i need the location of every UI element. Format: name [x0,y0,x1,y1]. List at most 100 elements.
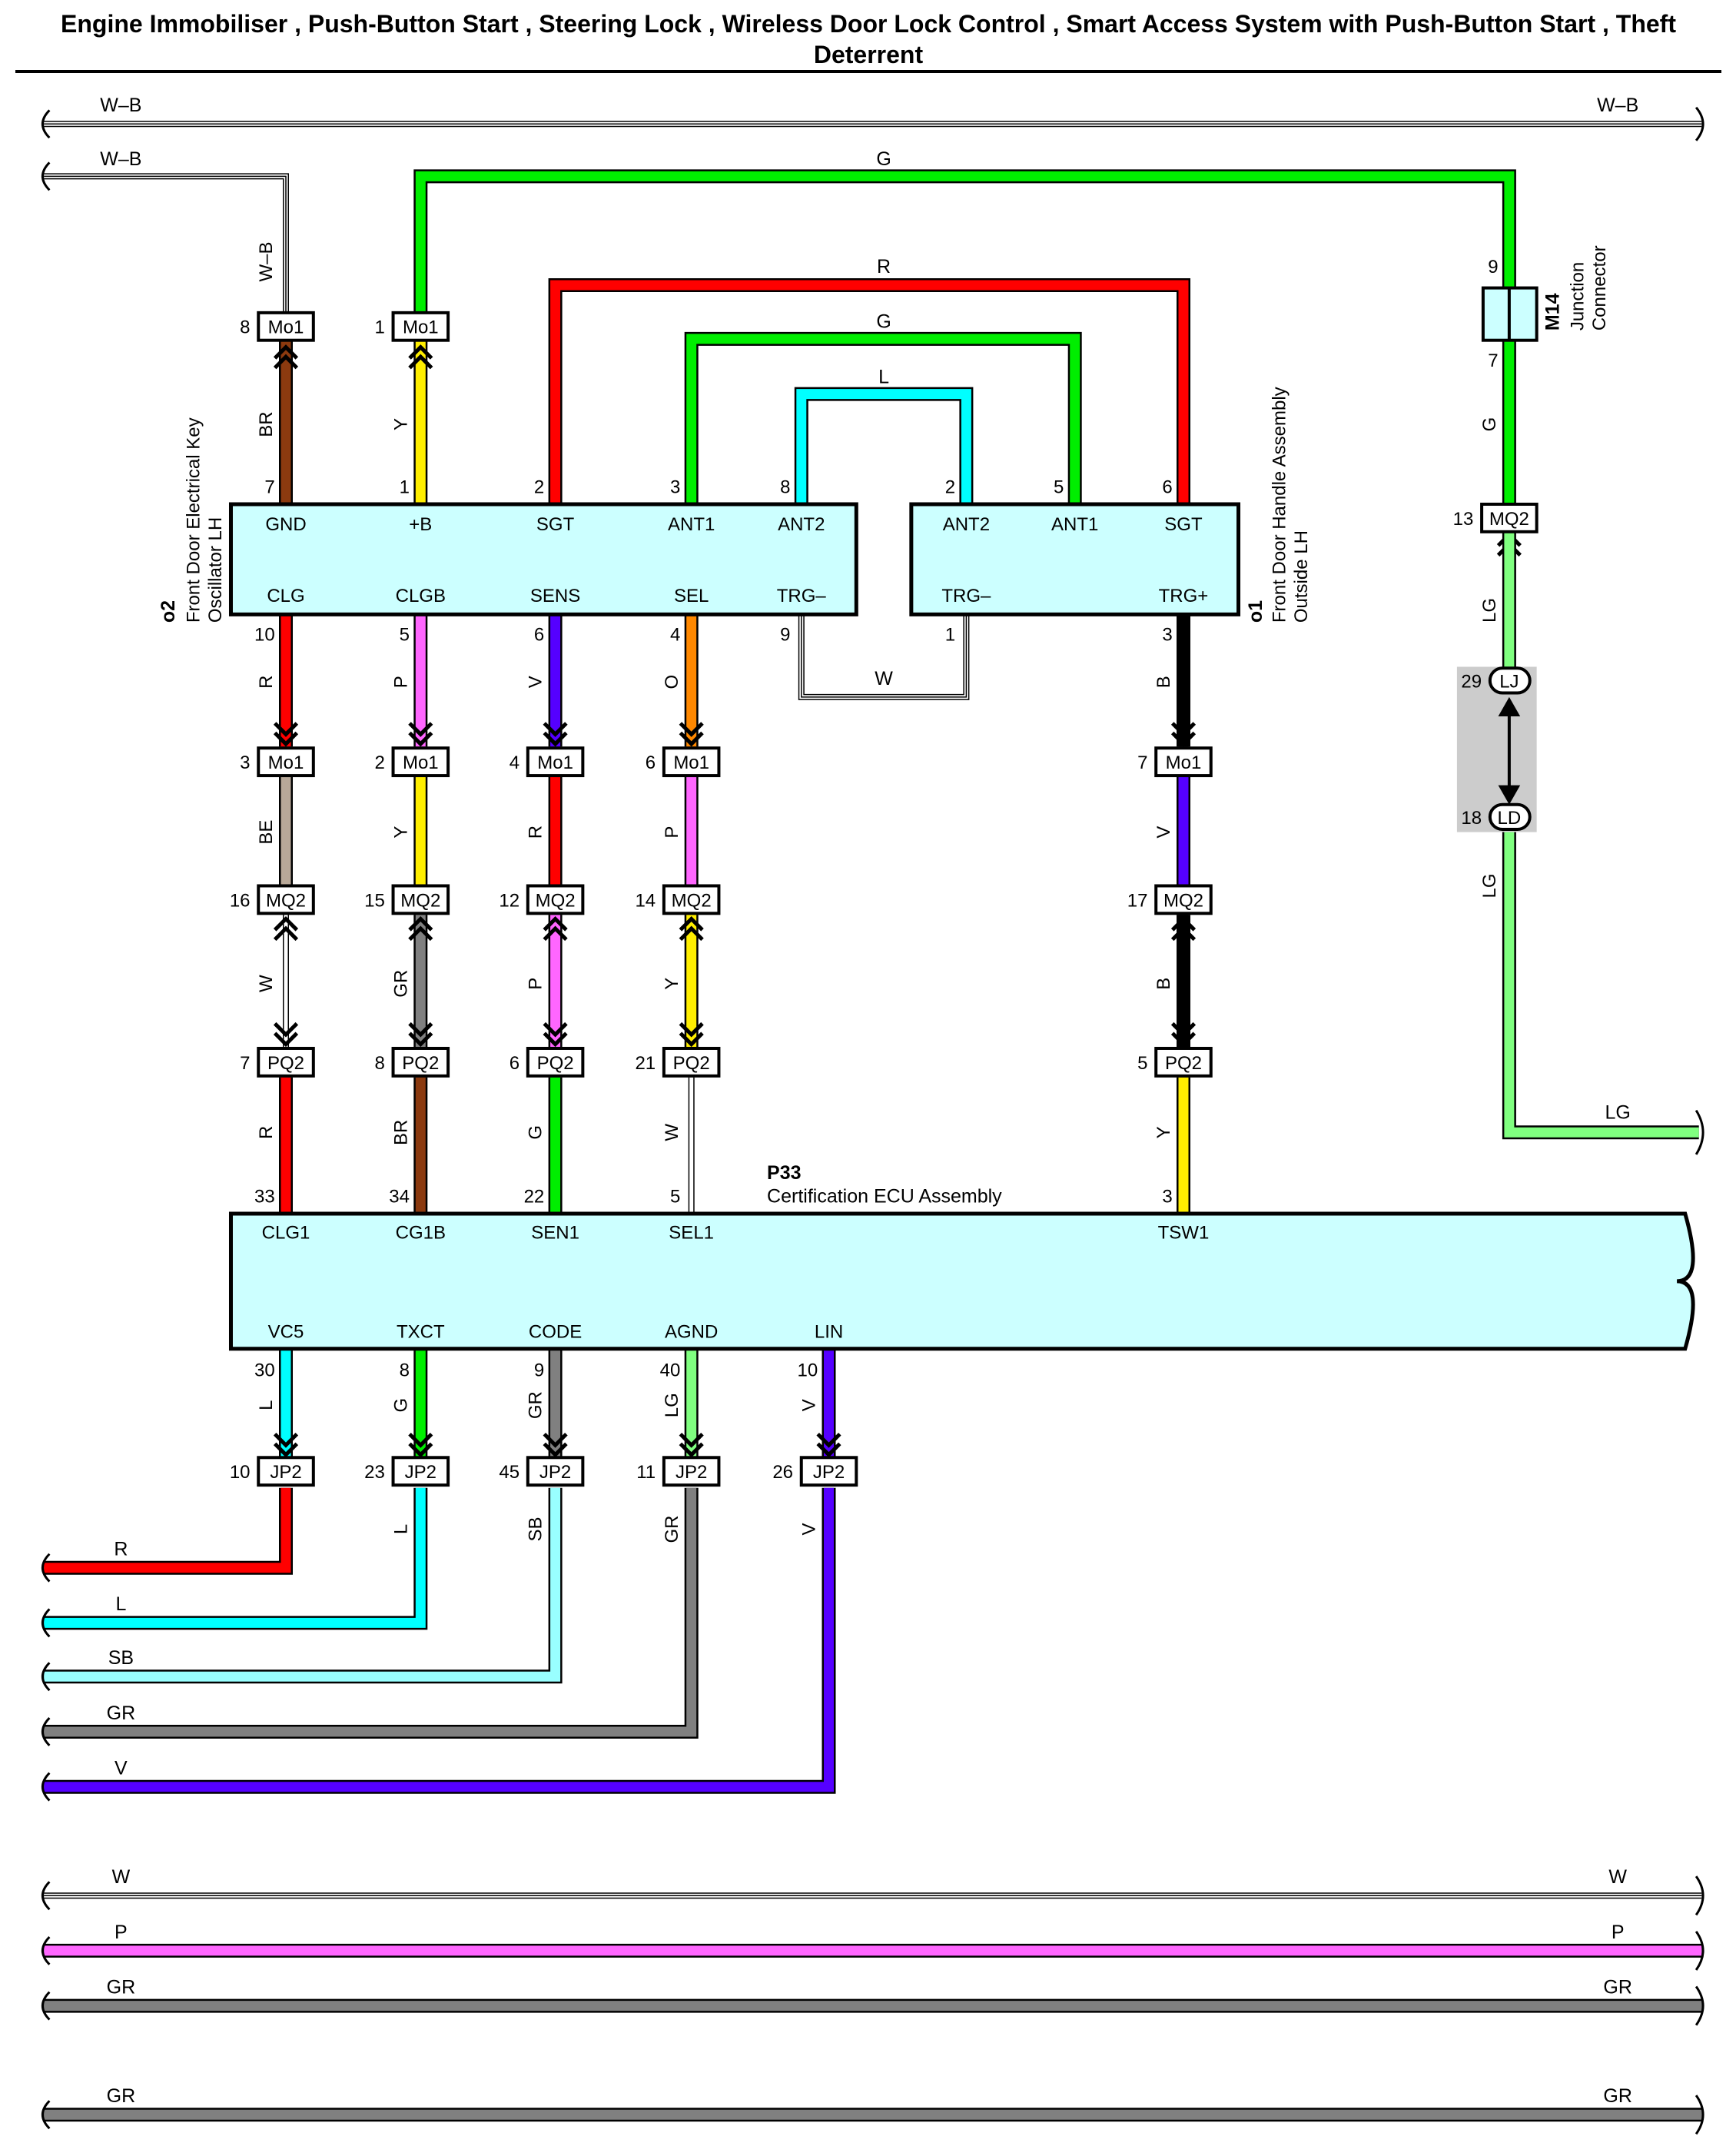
wire-label-lg-3: LG [1605,1101,1631,1123]
o2-bottom-num-0: 10 [254,624,275,645]
wire-r-arch [550,280,1189,504]
wire-bottom-left-0 [44,1487,291,1573]
connector-mo1-row-1-pin: 2 [374,752,384,773]
o2-bottom-pin-3: SEL [674,586,709,606]
wire-bottom-left-4-outline [44,1487,836,1794]
m14-name-2: Connector [1589,245,1610,331]
wire-label-w-loop: W [875,668,893,689]
connector-mo1-row-4-label: Mo1 [1166,752,1202,773]
bus-bottom-end-right-3 [1695,2095,1704,2135]
junction-ld-box [1488,802,1532,831]
chevron-seg5-3 [679,1433,704,1448]
chevron-seg3-up-0 [273,915,299,932]
junction-arrow-up [1498,696,1521,717]
wire-label-seg1-2: V [526,676,546,688]
o2-top-num-3: 3 [670,477,680,498]
bus-label-wb-right: W–B [1597,95,1638,116]
bus-bottom-label-right-3: GR [1603,2085,1632,2107]
connector-mo1-top-1-label: Mo1 [403,317,439,338]
wire-label-seg4-2: G [526,1125,546,1140]
connector-mo1-row-1-label: Mo1 [403,752,439,773]
chevron-o2-gnd [273,344,299,360]
connector-pq2-row-1-pin: 8 [374,1053,384,1074]
bus-bottom-label-left-2: GR [107,1977,136,1998]
o2-top-num-2: 2 [534,477,544,498]
wire-label-g-right: G [1479,417,1500,432]
connector-mo1-top-1-box [391,311,450,342]
bus-end-bottom-left-4 [41,1772,51,1802]
connector-pq2-row-1-box [391,1046,450,1078]
connector-mq2-row-1-label: MQ2 [400,890,440,911]
bus-bottom-end-left-2 [41,1991,51,2021]
wire-lg-right-outline [1502,531,1699,1140]
bus-bottom-end-left-1 [41,1935,51,1965]
chevron-seg5-2 [543,1442,568,1458]
connector-mo1-row-0-pin: 3 [240,752,250,773]
connector-mq2-right-box [1480,502,1539,533]
bus-wb-o2-core [44,175,287,312]
connector-mo1-row-3-box [662,746,721,778]
connector-pq2-row-0-label: PQ2 [267,1053,304,1074]
p33-bottom-num-0: 30 [254,1360,275,1381]
connector-mo1-top-0-label: Mo1 [268,317,304,338]
o1-bottom-pin-1: TRG+ [1159,586,1209,606]
wire-label-seg1-3: O [662,675,682,689]
p33-top-pin-2: SEN1 [531,1222,579,1243]
wire-label-seg5-1: G [390,1398,411,1413]
p33-top-pin-0: CLG1 [262,1222,310,1243]
chevron-seg3-down-3 [679,1022,704,1038]
p33-bottom-num-1: 8 [400,1360,410,1381]
m14-name-1: Junction [1567,262,1588,331]
o1-box [909,502,1241,616]
chevron-seg3-down-1 [408,1022,433,1038]
bus-bottom-label-right-0: W [1608,1866,1627,1888]
chevron-seg5-4 [816,1442,841,1458]
p33-bottom-num-3: 40 [660,1360,681,1381]
connector-jp2-row-1-box [391,1456,450,1487]
chevron-seg1-3 [679,731,704,747]
wire-g-top [415,171,1515,312]
connector-mq2-row-2-box [526,884,585,915]
connector-pq2-row-4-box [1154,1046,1213,1078]
wire-label-y: Y [390,418,411,430]
connector-jp2-row-0-label: JP2 [270,1462,301,1483]
chevron-seg1-2 [543,722,568,737]
connector-mq2-row-0-box [257,884,315,915]
o2-top-pin-0: GND [265,514,306,535]
wire-label-seg3-3: Y [662,978,682,990]
connector-mq2-right-label: MQ2 [1489,509,1529,530]
wire-label-wb-vertical: W–B [256,242,277,282]
bus-end-bottom-left-0 [41,1553,51,1583]
connector-mo1-row-3-pin: 6 [646,752,656,773]
p33-name: Certification ECU Assembly [767,1186,1002,1208]
chevron-seg3-up-4 [1170,925,1197,942]
p33-bottom-pin-4: LIN [815,1321,843,1342]
wire-bottom-left-4 [44,1487,834,1792]
connector-jp2-row-4-pin: 26 [772,1462,793,1483]
chevron-seg1-4 [1170,722,1197,737]
wire-label-seg1-4: B [1153,676,1174,688]
wire-bottom-left-3-outline [44,1487,699,1739]
bus-bottom-label-right-2: GR [1603,1977,1632,1998]
o1-name-2: Outside LH [1291,530,1312,623]
junction-lj-label: LJ [1499,671,1519,692]
bus-end-bottom-left-1 [41,1608,51,1638]
o2-bottom-pin-1: CLGB [396,586,446,606]
wire-label-g-arch: G [876,311,891,333]
wire-bottom-left-1-outline [44,1487,428,1630]
connector-mq2-row-1-box [391,884,450,915]
bus-end-left-2 [41,161,51,191]
junction-ld-pin: 18 [1461,808,1482,829]
chevron-seg1-0 [273,722,299,737]
connector-pq2-row-4-label: PQ2 [1165,1053,1202,1074]
wire-label-seg6-0: L [390,1524,411,1534]
p33-box [228,1211,1695,1351]
title-line-1: Engine Immobiliser , Push-Button Start ,… [61,10,1676,38]
connector-mo1-row-0-box [257,746,315,778]
bus-label-wb-left: W–B [100,95,141,116]
connector-jp2-row-2-box [526,1456,585,1487]
o2-name-1: Front Door Electrical Key [183,417,204,623]
connector-jp2-row-0-pin: 10 [230,1462,251,1483]
chevron-seg3-down-2 [543,1031,568,1048]
chevron-seg3-down-0 [273,1022,299,1038]
